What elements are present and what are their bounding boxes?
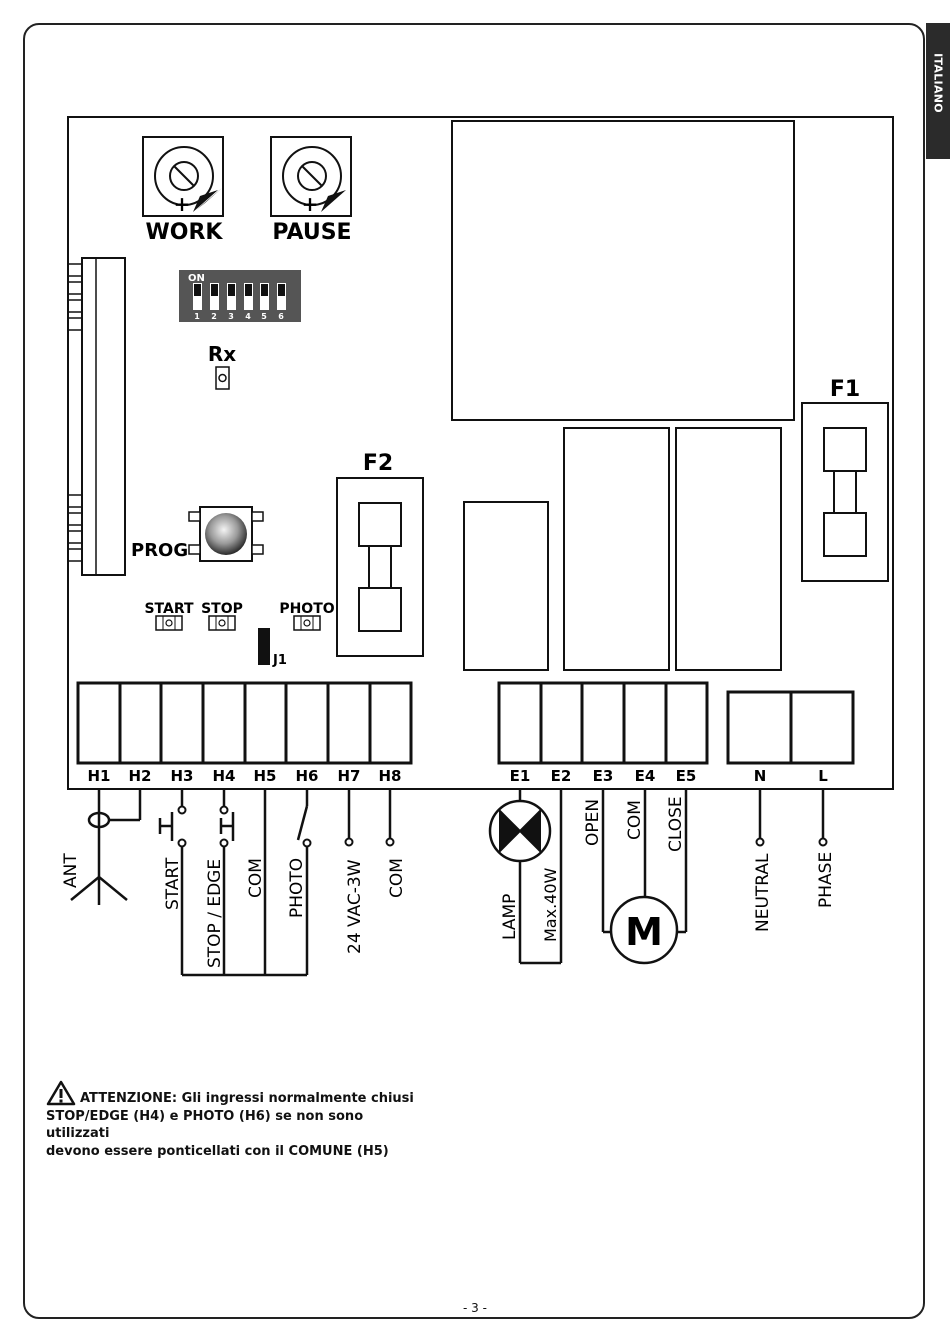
phase-wire — [818, 789, 828, 847]
vac-wire — [344, 789, 354, 847]
terminal-e2: E2 — [551, 767, 572, 785]
warning-line-2: STOP/EDGE (H4) e PHOTO (H6) se non sono … — [46, 1108, 364, 1142]
warning-icon — [46, 1080, 76, 1106]
terminal-e3: E3 — [593, 767, 614, 785]
lamp-icon — [488, 789, 563, 965]
dip-on-label: ON — [188, 273, 205, 284]
terminal-e1: E1 — [510, 767, 531, 785]
photo-contact-icon — [296, 789, 312, 975]
relay-2 — [563, 427, 670, 671]
com-wire-label-1: COM — [246, 858, 266, 898]
terminal-h2: H2 — [129, 767, 152, 785]
work-label: WORK — [146, 220, 224, 245]
warning-line-1: ATTENZIONE: Gli ingressi normalmente chi… — [80, 1091, 414, 1106]
com-wire-2 — [385, 789, 395, 847]
motor-icon — [601, 789, 688, 965]
pause-label: PAUSE — [272, 220, 351, 245]
photo-led-icon — [293, 615, 321, 631]
open-wire-label: OPEN — [583, 799, 603, 846]
com-wire-label-2: COM — [387, 858, 407, 898]
stop-led-label: STOP — [201, 601, 243, 617]
language-tab: ITALIANO — [926, 23, 950, 159]
j1-label: J1 — [272, 653, 287, 668]
control-board — [67, 116, 894, 790]
svg-text:+: + — [302, 192, 319, 216]
neutral-wire — [755, 789, 765, 847]
com-wire-label-3: COM — [625, 800, 645, 840]
rx-label: Rx — [208, 342, 236, 366]
start-wire-label: START — [163, 857, 183, 910]
phase-label: PHASE — [816, 852, 836, 908]
pause-trimmer[interactable]: + — [270, 136, 352, 217]
prog-label: PROG — [131, 540, 188, 561]
relay-1 — [463, 501, 549, 671]
photo-wire-label: PHOTO — [287, 858, 307, 918]
transformer — [451, 120, 795, 421]
dip-switch[interactable] — [179, 270, 301, 322]
dip-number-3: 3 — [228, 312, 234, 321]
terminal-block-h — [76, 681, 413, 765]
neutral-label: NEUTRAL — [753, 853, 773, 932]
stop-edge-pushbutton-icon — [219, 789, 235, 975]
f1-fuse-icon — [801, 402, 889, 582]
terminal-h1: H1 — [88, 767, 111, 785]
terminal-block-power — [726, 690, 855, 765]
terminal-h3: H3 — [171, 767, 194, 785]
prog-button[interactable] — [188, 506, 264, 562]
svg-text:+: + — [174, 192, 191, 216]
terminal-block-e — [497, 681, 709, 765]
terminal-h6: H6 — [296, 767, 319, 785]
relay-3 — [675, 427, 782, 671]
start-pushbutton-icon — [158, 789, 187, 975]
terminal-h8: H8 — [379, 767, 402, 785]
terminal-h7: H7 — [338, 767, 361, 785]
dip-number-5: 5 — [261, 312, 267, 321]
dip-number-2: 2 — [211, 312, 217, 321]
close-wire-label: CLOSE — [666, 796, 686, 852]
work-trimmer[interactable]: + — [142, 136, 224, 217]
ant-label: ANT — [61, 853, 81, 888]
page-number: - 3 - — [463, 1301, 487, 1315]
terminal-l: L — [818, 767, 828, 785]
dip-number-6: 6 — [278, 312, 284, 321]
stop-edge-wire-label: STOP / EDGE — [205, 859, 225, 968]
warning-note: ATTENZIONE: Gli ingressi normalmente chi… — [46, 1080, 426, 1160]
dip-number-1: 1 — [194, 312, 200, 321]
terminal-n: N — [754, 767, 767, 785]
warning-line-3: devono essere ponticellati con il COMUNE… — [46, 1143, 389, 1159]
f2-fuse-icon — [336, 477, 424, 657]
terminal-h5: H5 — [254, 767, 277, 785]
lamp-max-label: Max.40W — [541, 867, 560, 942]
dip-number-4: 4 — [245, 312, 251, 321]
f1-label: F1 — [830, 377, 860, 402]
start-led-icon — [155, 615, 183, 631]
antenna-icon — [70, 789, 142, 905]
page-frame — [23, 23, 925, 1319]
stop-led-icon — [208, 615, 236, 631]
j1-jumper[interactable] — [258, 628, 270, 665]
terminal-e5: E5 — [676, 767, 697, 785]
start-led-label: START — [144, 601, 194, 617]
motor-label: M — [625, 910, 663, 954]
terminal-e4: E4 — [635, 767, 656, 785]
vac-wire-label: 24 VAC-3W — [345, 859, 365, 954]
radio-connector — [67, 257, 126, 576]
lamp-label: LAMP — [500, 894, 520, 940]
f2-label: F2 — [363, 451, 393, 476]
rx-led-icon — [215, 366, 230, 390]
photo-led-label: PHOTO — [279, 601, 334, 617]
terminal-h4: H4 — [213, 767, 236, 785]
